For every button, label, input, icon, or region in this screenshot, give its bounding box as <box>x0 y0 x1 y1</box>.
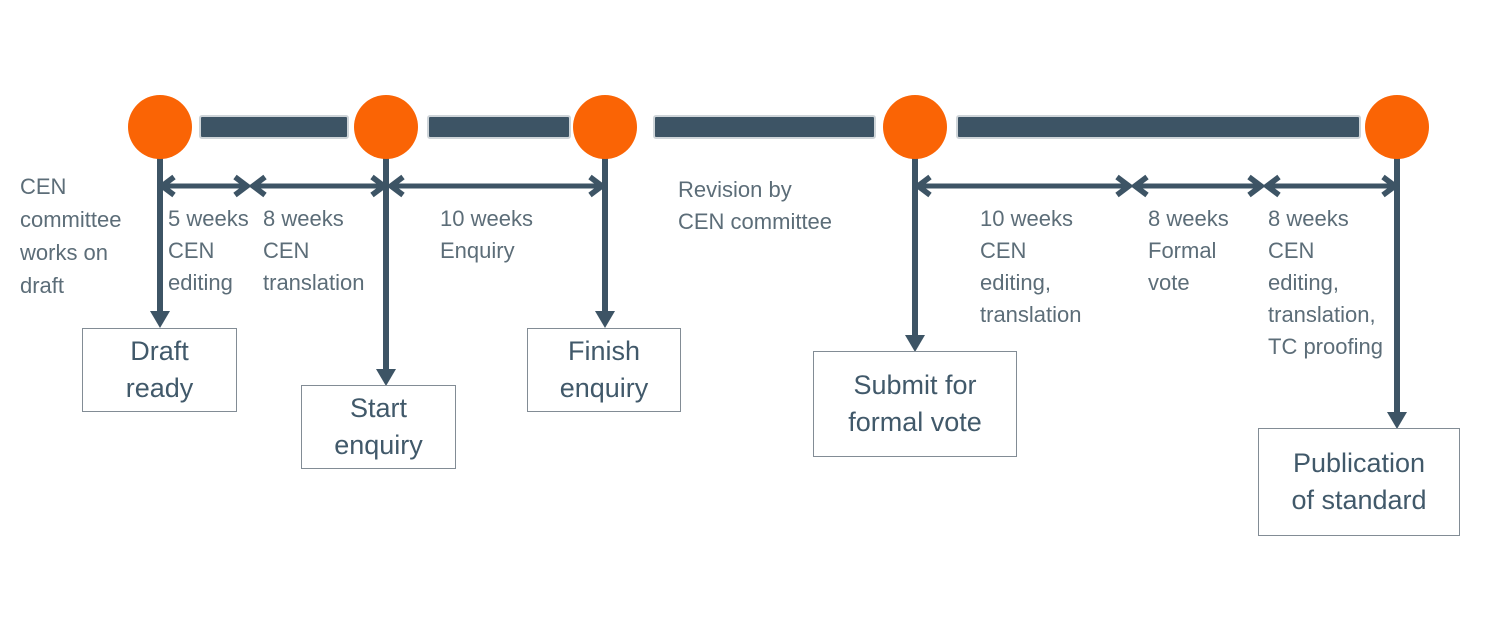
milestone-box-publication-of-standard: Publication of standard <box>1258 428 1460 536</box>
arrowhead-left <box>1262 174 1281 198</box>
arrowhead-left <box>248 174 267 198</box>
milestone-dot <box>354 95 418 159</box>
down-arrow-head <box>595 311 615 328</box>
arrowhead-right <box>1247 174 1266 198</box>
note-revision-by-cen-committee: Revision by CEN committee <box>678 177 833 234</box>
timeline-bar <box>653 115 876 139</box>
timeline-bar <box>199 115 349 139</box>
milestone-box-start-enquiry: Start enquiry <box>301 385 456 469</box>
milestone-dot <box>883 95 947 159</box>
milestone-dot <box>573 95 637 159</box>
arrowhead-right <box>370 174 389 198</box>
arrowhead-left <box>157 174 176 198</box>
duration-label-editing-translation-proofing: 8 weeks CEN editing, translation, TC pro… <box>1268 206 1383 359</box>
duration-label-cen-editing: 5 weeks CEN editing <box>168 206 249 295</box>
duration-label-enquiry: 10 weeks Enquiry <box>440 206 533 263</box>
timeline-bar <box>956 115 1361 139</box>
arrowhead-right <box>588 174 607 198</box>
arrowhead-left <box>1130 174 1149 198</box>
down-arrow-head <box>1387 412 1407 429</box>
down-arrow-head <box>150 311 170 328</box>
milestone-box-finish-enquiry: Finish enquiry <box>527 328 681 412</box>
milestone-dot <box>1365 95 1429 159</box>
arrowhead-right <box>1381 174 1400 198</box>
duration-label-editing-translation: 10 weeks CEN editing, translation <box>980 206 1082 327</box>
arrowhead-right <box>1115 174 1134 198</box>
milestone-dot <box>128 95 192 159</box>
duration-label-formal-vote: 8 weeks Formal vote <box>1148 206 1229 295</box>
down-arrow-head <box>376 369 396 386</box>
arrowhead-right <box>233 174 252 198</box>
milestone-box-submit-formal-vote: Submit for formal vote <box>813 351 1017 457</box>
note-cen-committee-works-on-draft: CEN committee works on draft <box>20 174 122 298</box>
duration-label-cen-translation: 8 weeks CEN translation <box>263 206 365 295</box>
timeline-bar <box>427 115 571 139</box>
arrowhead-left <box>386 174 405 198</box>
milestone-box-draft-ready: Draft ready <box>82 328 237 412</box>
down-arrow-head <box>905 335 925 352</box>
arrowhead-left <box>913 174 932 198</box>
